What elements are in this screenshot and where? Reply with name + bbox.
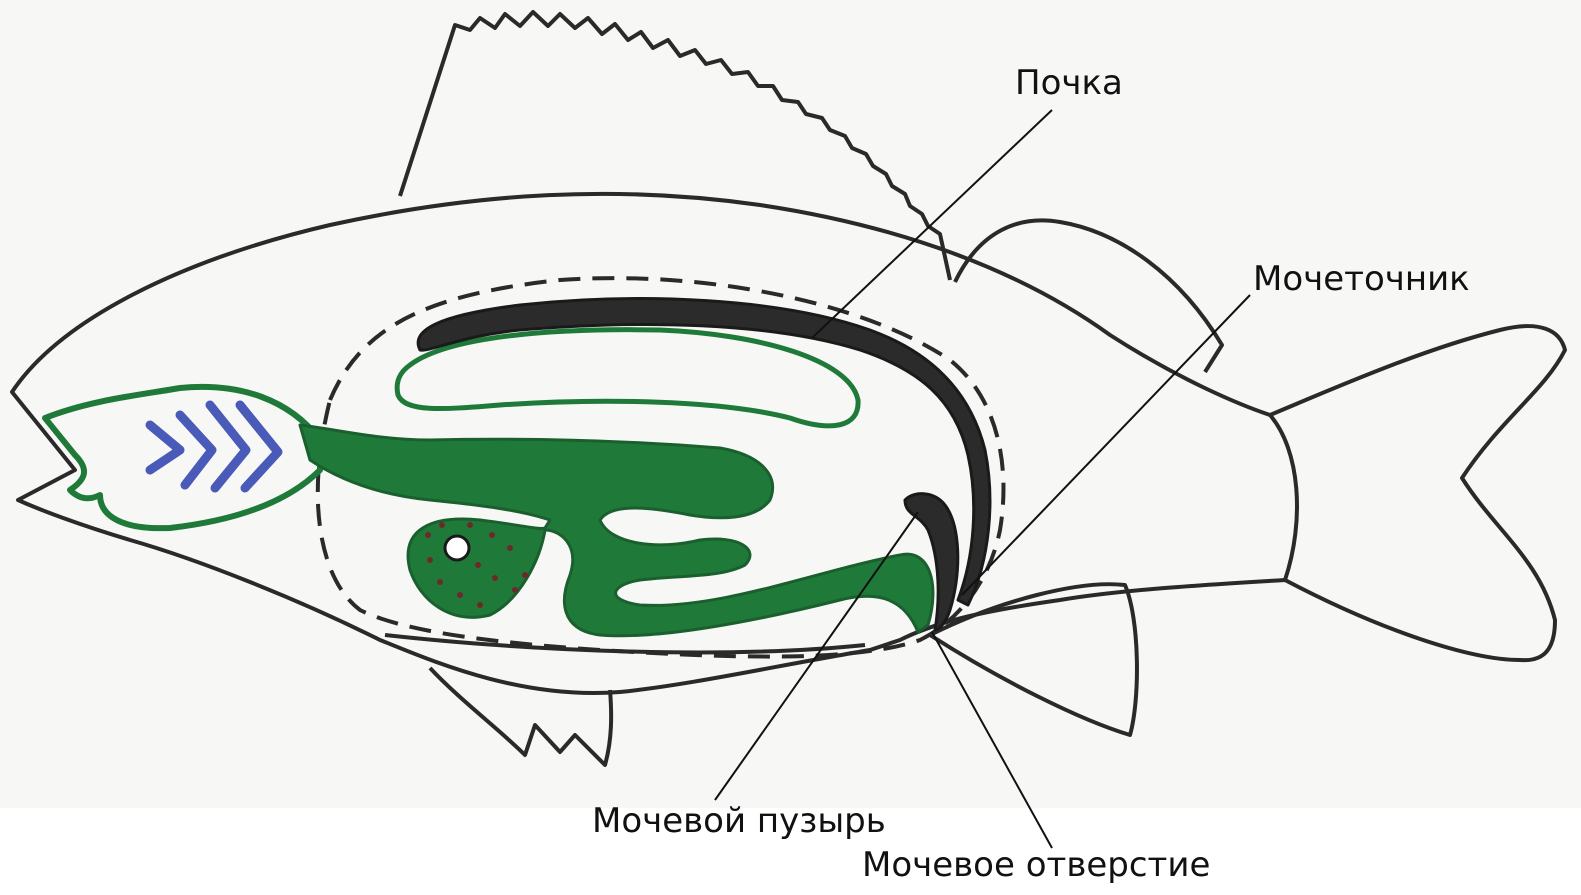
label-ureter: Мочеточник [1253,262,1470,296]
leader-opening [932,632,1052,848]
label-urinary-opening: Мочевое отверстие [862,848,1210,882]
dorsal-fin [400,12,950,280]
soft-dorsal-fin [955,220,1222,372]
gallbladder [445,536,469,560]
label-bladder: Мочевой пузырь [592,804,886,838]
digestive-tract [300,425,933,636]
anal-fin [930,584,1137,735]
gills [150,405,278,488]
pelvic-fin [430,668,611,765]
label-kidney: Почка [1015,66,1123,100]
tail-base-line [1270,415,1297,580]
leader-ureter [962,295,1250,595]
swim-bladder [397,330,858,426]
